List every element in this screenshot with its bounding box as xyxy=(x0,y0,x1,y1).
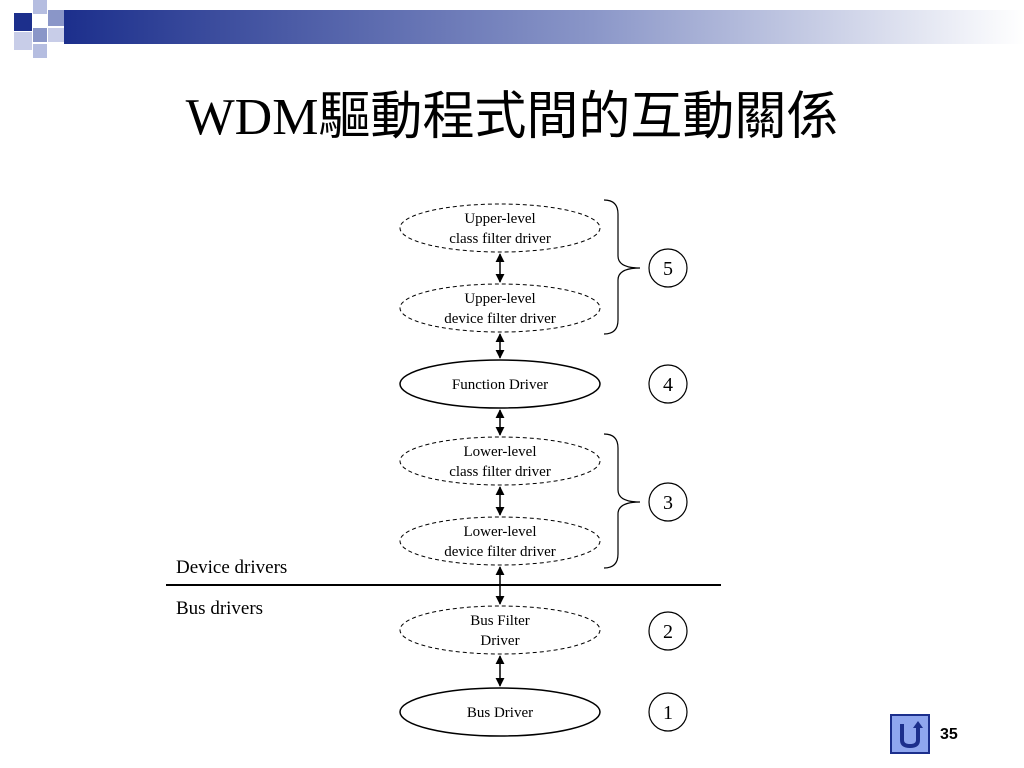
node-label: Function Driver xyxy=(452,377,548,393)
node-ellipse xyxy=(399,516,601,566)
number-label: 1 xyxy=(663,702,673,724)
node-label: device filter driver xyxy=(444,544,556,560)
number-label: 5 xyxy=(663,258,673,280)
node-label: Lower-level xyxy=(464,444,537,460)
node-lower-class: Lower-level class filter driver xyxy=(399,436,601,486)
level-number-3: 3 xyxy=(648,482,688,522)
node-ellipse xyxy=(399,687,601,737)
level-number-4: 4 xyxy=(648,364,688,404)
number-label: 4 xyxy=(663,374,673,396)
node-label: Bus Driver xyxy=(467,705,533,721)
node-ellipse xyxy=(399,605,601,655)
number-circle xyxy=(648,692,688,732)
number-circle xyxy=(648,248,688,288)
number-label: 2 xyxy=(663,621,673,643)
node-ellipse xyxy=(399,283,601,333)
node-label: class filter driver xyxy=(449,464,551,480)
return-arrow-icon xyxy=(900,721,923,749)
level-number-2: 2 xyxy=(648,611,688,651)
page-number: 35 xyxy=(940,726,958,743)
node-label: class filter driver xyxy=(449,231,551,247)
node-label: Upper-level xyxy=(464,211,535,227)
node-label: Driver xyxy=(480,633,519,649)
home-button[interactable] xyxy=(890,714,930,754)
title-bar-decoration xyxy=(14,0,1024,58)
number-circle xyxy=(648,482,688,522)
level-number-1: 1 xyxy=(648,692,688,732)
slide-title: WDM驅動程式間的互動關係 xyxy=(185,89,839,146)
level-number-5: 5 xyxy=(648,248,688,288)
node-label: Upper-level xyxy=(464,291,535,307)
brace-group xyxy=(603,199,641,569)
node-ellipse xyxy=(399,359,601,409)
brace-top xyxy=(603,199,641,335)
bus-drivers-label: Bus drivers xyxy=(176,598,263,619)
number-label: 3 xyxy=(663,492,673,514)
node-ellipse xyxy=(399,203,601,253)
node-bus: Bus Driver xyxy=(399,687,601,737)
node-function: Function Driver xyxy=(399,359,601,409)
number-circle xyxy=(648,364,688,404)
device-drivers-label: Device drivers xyxy=(176,557,287,578)
brace-bottom xyxy=(603,433,641,569)
node-ellipse xyxy=(399,436,601,486)
node-upper-device: Upper-level device filter driver xyxy=(399,283,601,333)
node-label: Lower-level xyxy=(464,524,537,540)
node-upper-class: Upper-level class filter driver xyxy=(399,203,601,253)
node-label: Bus Filter xyxy=(470,613,530,629)
number-circle xyxy=(648,611,688,651)
node-label: device filter driver xyxy=(444,311,556,327)
node-lower-device: Lower-level device filter driver xyxy=(399,516,601,566)
